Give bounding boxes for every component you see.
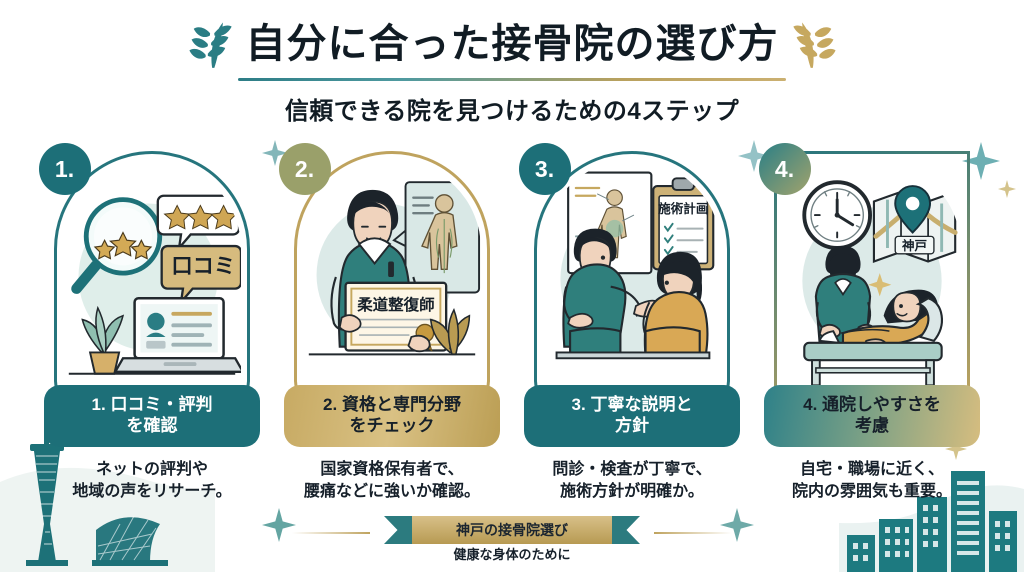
step-caption-2: 国家資格保有者で、 腰痛などに強いか確認。	[280, 459, 505, 504]
step-caption-4-line2: 院内の雰囲気も重要。	[791, 482, 952, 500]
step-label-4-line2: 考慮	[855, 416, 889, 436]
leaf-sprig-gold-icon	[792, 22, 836, 68]
art-magnifier-reviews-laptop: 口コミ	[63, 160, 241, 394]
step-label-3: 3. 丁寧な説明と 方針	[524, 385, 740, 447]
qualification-illustration: 柔道整復師	[308, 181, 481, 356]
step-caption-2-line1: 国家資格保有者で、	[320, 460, 464, 478]
step-label-1-line2: を確認	[126, 416, 178, 436]
header: 自分に合った接骨院の選び方 信頼できる院を見つけるための4ステップ	[0, 18, 1024, 126]
step-label-2-line2: をチェック	[349, 416, 435, 436]
step-art-frame-2: 柔道整復師	[294, 151, 490, 403]
certificate-title: 柔道整復師	[357, 295, 435, 314]
step-number-badge-1: 1.	[38, 143, 91, 195]
step-caption-3-line2: 施術方針が明確か。	[560, 482, 704, 500]
step-number-badge-4: 4.	[758, 143, 811, 195]
step-caption-3-line1: 問診・検査が丁寧で、	[552, 460, 712, 478]
page-subtitle: 信頼できる院を見つけるための4ステップ	[284, 98, 740, 125]
footer: 神戸の接骨院選び 健康な身体のために	[0, 514, 1024, 566]
step-label-1: 1. 口コミ・評判 を確認	[44, 385, 260, 447]
title-row: 自分に合った接骨院の選び方	[0, 18, 1024, 70]
clipboard-title: 施術計画	[658, 201, 708, 216]
step-number-badge-3: 3.	[518, 143, 571, 195]
footer-ribbon: 神戸の接骨院選び 健康な身体のために	[292, 514, 732, 566]
review-illustration: 口コミ	[68, 194, 241, 375]
art-practitioner-certificate: 柔道整復師	[303, 160, 481, 394]
step-label-4-line1: 4. 通院しやすさを	[803, 395, 941, 414]
access-illustration: 神戸	[802, 180, 958, 387]
step-card-3[interactable]: 3.	[515, 143, 750, 503]
step-caption-3: 問診・検査が丁寧で、 施術方針が明確か。	[520, 459, 745, 504]
leaf-sprig-teal-icon	[188, 22, 232, 68]
map-city-label: 神戸	[902, 238, 927, 253]
ribbon-rule-left	[292, 532, 370, 534]
step-label-3-line2: 方針	[615, 416, 649, 436]
ribbon-sub-text: 健康な身体のために	[453, 547, 571, 562]
step-art-frame-4: 神戸	[774, 151, 970, 403]
step-label-2-line1: 2. 資格と専門分野	[323, 395, 461, 414]
art-access-clock-map: 神戸	[783, 160, 961, 394]
step-caption-1-line2: 地域の声をリサーチ。	[72, 482, 232, 500]
review-bubble-text: 口コミ	[171, 254, 235, 278]
ribbon-tail-right	[610, 516, 640, 544]
step-label-2: 2. 資格と専門分野 をチェック	[284, 385, 500, 447]
step-label-4: 4. 通院しやすさを 考慮	[764, 385, 980, 447]
step-caption-4-line1: 自宅・職場に近く、	[799, 460, 944, 478]
page-title: 自分に合った接骨院の選び方	[245, 22, 779, 66]
step-caption-4: 自宅・職場に近く、 院内の雰囲気も重要。	[760, 459, 985, 504]
step-card-4[interactable]: 4.	[755, 143, 990, 503]
title-divider	[238, 78, 786, 81]
steps-container: 1.	[0, 143, 1024, 503]
consultation-illustration: 施術計画	[555, 171, 715, 360]
art-consultation-explanation: 施術計画	[543, 160, 721, 394]
step-card-1[interactable]: 1.	[35, 143, 270, 503]
ribbon-rule-right	[654, 532, 732, 534]
step-caption-2-line2: 腰痛などに強いか確認。	[303, 482, 480, 500]
step-number-badge-2: 2.	[278, 143, 331, 195]
step-art-frame-3: 施術計画	[534, 151, 730, 403]
ribbon-tail-left	[384, 516, 414, 544]
step-label-3-line1: 3. 丁寧な説明と	[571, 395, 693, 414]
step-card-2[interactable]: 2.	[275, 143, 510, 503]
step-caption-1-line1: ネットの評判や	[95, 460, 208, 478]
step-art-frame-1: 口コミ	[54, 151, 250, 403]
step-caption-1: ネットの評判や 地域の声をリサーチ。	[40, 459, 265, 504]
step-label-1-line1: 1. 口コミ・評判	[91, 395, 213, 414]
ribbon-main-text: 神戸の接骨院選び	[412, 516, 612, 544]
